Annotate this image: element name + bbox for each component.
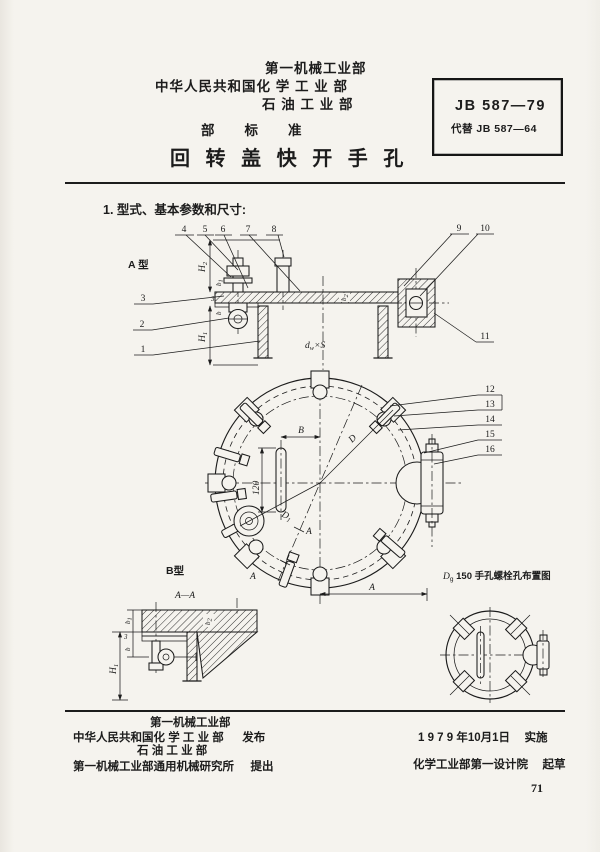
- callout-12: 12: [485, 385, 495, 395]
- section-title: A—A: [174, 591, 195, 601]
- footer-publish-label: 发布: [242, 732, 266, 744]
- footer-org-line-4-text: 第一机械工业部通用机械研究所: [73, 761, 234, 773]
- footer-implement-label: 实施: [524, 732, 548, 744]
- standard-code-box: JB 587—79 代替 JB 587—64: [432, 78, 563, 156]
- section-arrow-a-upper: A: [305, 527, 312, 537]
- callout-10: 10: [480, 224, 490, 234]
- footer-org-line-4: 第一机械工业部通用机械研究所 提出: [73, 757, 273, 775]
- callout-13: 13: [485, 400, 495, 410]
- dim-3-a: 3: [210, 295, 215, 303]
- callout-15: 15: [485, 430, 495, 440]
- dim-3-b: 3: [123, 633, 128, 641]
- type-a-label: A 型: [128, 258, 149, 271]
- callout-6: 6: [221, 225, 226, 235]
- type-b-label: B型: [166, 564, 185, 577]
- plan-hinge: [395, 434, 444, 547]
- dim-b2-b: b2: [204, 618, 214, 626]
- footer-draft-org: 化学工业部第一设计院: [413, 759, 528, 771]
- dim-a: A: [368, 583, 375, 593]
- type-a-section-view: A 型 b2: [128, 224, 494, 370]
- callout-16: 16: [485, 445, 495, 455]
- footer-draft-line: 化学工业部第一设计院 起草: [413, 755, 565, 773]
- footer-org-line-1: 第一机械工业部: [150, 717, 231, 729]
- dim-120: 120: [252, 481, 262, 496]
- dim-b1-b: b1: [124, 617, 134, 624]
- footer-date: 1 9 7 9 年10月1日: [418, 732, 511, 744]
- section-heading: 1. 型式、基本参数和尺寸:: [103, 203, 247, 217]
- dg150-bolt-layout: Dg 150 手孔螺栓孔布置图: [440, 570, 551, 703]
- callout-2: 2: [140, 320, 145, 330]
- callout-9: 9: [457, 224, 462, 234]
- plan-callouts: 12 13 14 15 16: [389, 385, 503, 465]
- dim-h2: H2: [198, 261, 209, 273]
- footer-org-line-2: 中华人民共和国化 学 工 业 部 发布: [73, 728, 265, 746]
- standard-type-label: 部 标 准: [201, 123, 303, 138]
- dim-b-a: b: [215, 311, 223, 315]
- footer-draft-label: 起草: [542, 759, 566, 771]
- section-arrow-a-lower: A: [249, 572, 256, 582]
- callout-7: 7: [246, 225, 251, 235]
- callout-1: 1: [141, 345, 146, 355]
- replaces-code: 代替 JB 587—64: [451, 123, 537, 135]
- technical-drawing: A 型 b2: [109, 224, 551, 703]
- callout-14: 14: [485, 415, 495, 425]
- dim-b2-cover: b2: [340, 294, 350, 302]
- footer-date-line: 1 9 7 9 年10月1日 实施: [418, 728, 548, 746]
- dim-d: D: [346, 433, 359, 446]
- page-number: 71: [531, 781, 543, 795]
- dg150-caption: Dg 150 手孔螺栓孔布置图: [442, 570, 551, 583]
- dim-h1-a: H1: [198, 332, 209, 343]
- callout-5: 5: [203, 225, 208, 235]
- dim-b-b: b: [124, 647, 132, 651]
- dim-d1: D1: [278, 509, 293, 524]
- org-line-1: 第一机械工业部: [265, 61, 367, 76]
- dim-h1-b: H1: [109, 664, 120, 675]
- standard-code: JB 587—79: [455, 98, 546, 114]
- callout-3: 3: [141, 294, 146, 304]
- footer-rule: [65, 710, 565, 712]
- plan-view: 120 B D D1 A A A: [205, 370, 503, 604]
- header-rule: [65, 182, 565, 184]
- type-b-section-view: B型 A—A b2 b1 3: [109, 564, 259, 701]
- callout-8: 8: [272, 225, 277, 235]
- org-line-2: 中华人民共和国化 学 工 业 部: [155, 79, 349, 94]
- dim-b-offset: B: [298, 426, 304, 436]
- footer-propose-label: 提出: [250, 761, 274, 773]
- footer-org-line-2-text: 中华人民共和国化 学 工 业 部: [73, 732, 224, 744]
- type-a-callouts: 4 5 6 7 8 9 10 11 3 2 1: [133, 224, 494, 356]
- document-title: 回 转 盖 快 开 手 孔: [170, 148, 409, 170]
- org-line-3: 石 油 工 业 部: [262, 97, 354, 112]
- footer-org-line-3: 石 油 工 业 部: [137, 745, 208, 757]
- dim-dw-s: dw×S: [305, 341, 326, 352]
- callout-11: 11: [480, 332, 489, 342]
- callout-4: 4: [182, 225, 187, 235]
- dim-b1-a: b1: [215, 279, 225, 286]
